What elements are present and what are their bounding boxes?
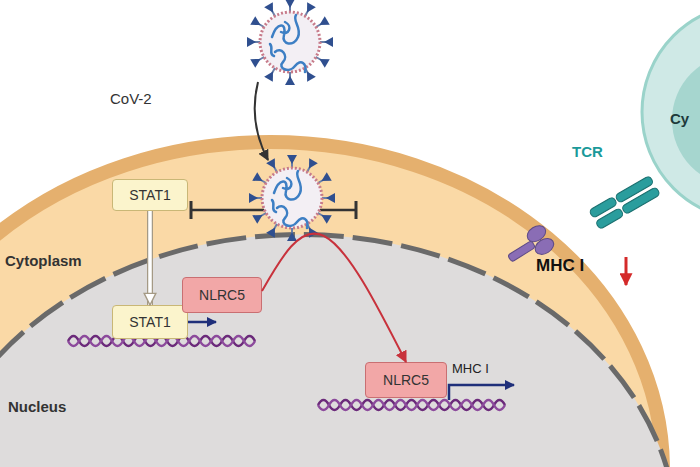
protein-box: NLRC5: [365, 362, 447, 398]
region-label: Cytoplasm: [5, 252, 82, 269]
receptor-label: TCR: [572, 143, 603, 160]
virus-particle: [247, 0, 333, 85]
protein-name: NLRC5: [199, 287, 245, 303]
protein-box: STAT1: [112, 179, 188, 211]
t-cell-body: [642, 4, 700, 220]
tcr-chain: [621, 187, 660, 215]
protein-name: STAT1: [129, 314, 171, 330]
tcr-chain: [589, 196, 618, 218]
molecule-label: MHC I: [536, 256, 584, 276]
protein-name: NLRC5: [383, 372, 429, 388]
tcr-receptor: [589, 175, 661, 229]
tcr-chain: [615, 175, 654, 203]
cell-label: Cy: [670, 110, 689, 127]
decrease-arrow: [625, 257, 628, 285]
nucleus-shape: [0, 235, 678, 467]
protein-box: STAT1: [112, 305, 188, 339]
gene-label: MHC I: [452, 361, 489, 376]
virus-label: CoV-2: [110, 90, 152, 107]
protein-name: STAT1: [129, 187, 171, 203]
region-label: Nucleus: [8, 398, 66, 415]
cell-body: CytoplasmNucleusSTAT1NLRC5NLRC5STAT1: [0, 135, 670, 467]
protein-box: NLRC5: [182, 277, 262, 313]
tcr-chain: [595, 208, 624, 230]
